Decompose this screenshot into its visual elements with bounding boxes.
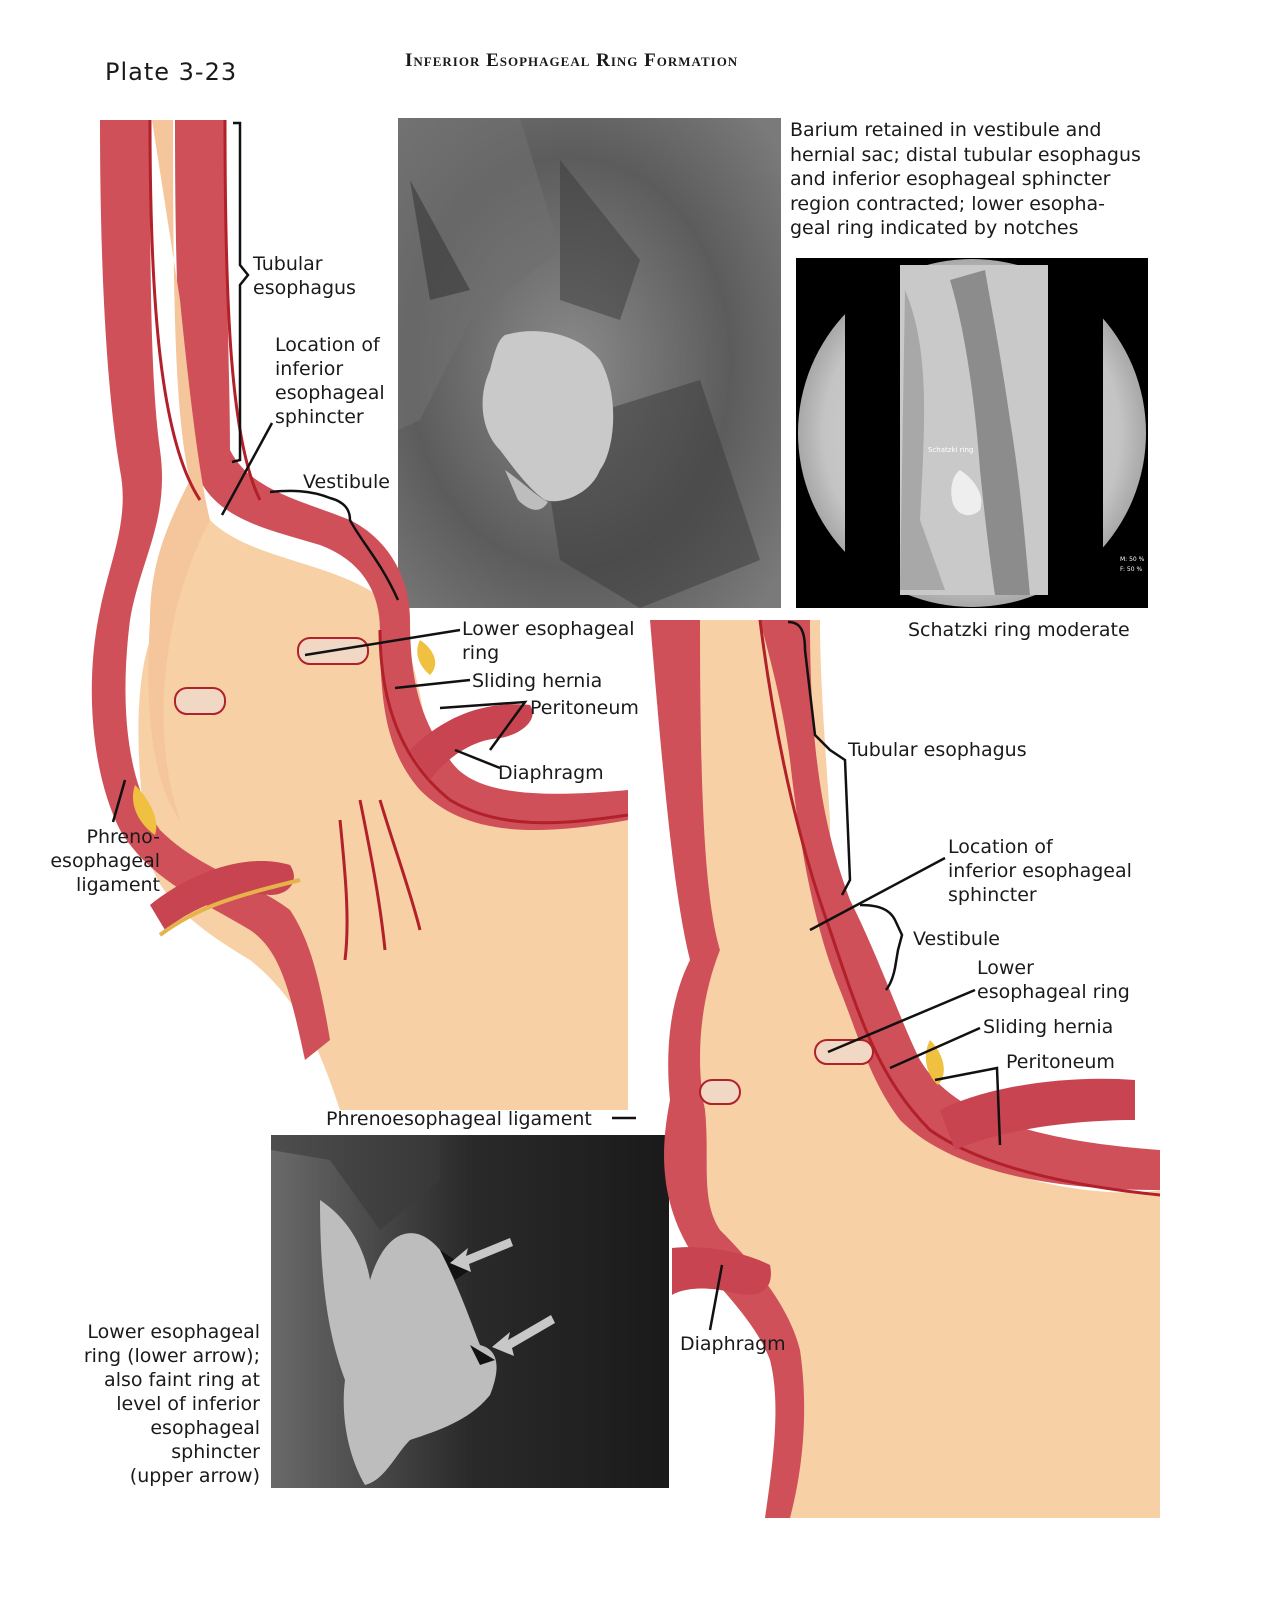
label-tubular-esophagus-left: Tubular esophagus <box>253 253 356 299</box>
label-peritoneum-left: Peritoneum <box>530 697 639 719</box>
label-tubular-esophagus-right: Tubular esophagus <box>848 739 1027 761</box>
fluoroscopy-image <box>796 258 1148 608</box>
caption-barium: Barium retained in vestibule and hernial… <box>790 119 1141 239</box>
right-anatomy-illustration <box>650 619 1161 1518</box>
label-sphincter-location-right: Location of inferior esophageal sphincte… <box>948 836 1132 906</box>
leader-lines <box>111 121 1002 1331</box>
label-sliding-hernia-right: Sliding hernia <box>983 1016 1114 1038</box>
plate-label: Plate 3-23 <box>105 58 238 86</box>
fluoro-overlay-label: Schatzki ring <box>928 446 973 454</box>
caption-lower-xray: Lower esophageal ring (lower arrow); als… <box>83 1321 260 1487</box>
label-diaphragm-right: Diaphragm <box>680 1333 786 1355</box>
upper-arrow-icon <box>450 1238 513 1272</box>
label-phrenoesophageal-ligament-bottom: Phrenoesophageal ligament <box>326 1108 592 1130</box>
label-vestibule-right: Vestibule <box>913 928 1000 950</box>
xray-barium-top <box>398 118 781 608</box>
label-diaphragm-left: Diaphragm <box>498 762 604 784</box>
label-sphincter-location-left: Location of inferior esophageal sphincte… <box>275 334 385 428</box>
label-lower-ring-right: Lower esophageal ring <box>977 957 1130 1003</box>
label-vestibule-left: Vestibule <box>303 471 390 493</box>
fluoro-readout-1: M: 50 % <box>1120 556 1145 563</box>
page-title: Inferior Esophageal Ring Formation <box>405 50 739 71</box>
label-phrenoesophageal-ligament-left: Phreno- esophageal ligament <box>50 826 160 896</box>
label-sliding-hernia-left: Sliding hernia <box>472 670 603 692</box>
caption-schatzki-ring: Schatzki ring moderate <box>908 619 1130 641</box>
xray-lower-ring <box>271 1135 669 1488</box>
label-lower-ring-left: Lower esophageal ring <box>462 618 635 664</box>
label-peritoneum-right: Peritoneum <box>1006 1051 1115 1073</box>
lower-arrow-icon <box>492 1315 555 1356</box>
fluoro-readout-2: F: 50 % <box>1120 566 1142 573</box>
